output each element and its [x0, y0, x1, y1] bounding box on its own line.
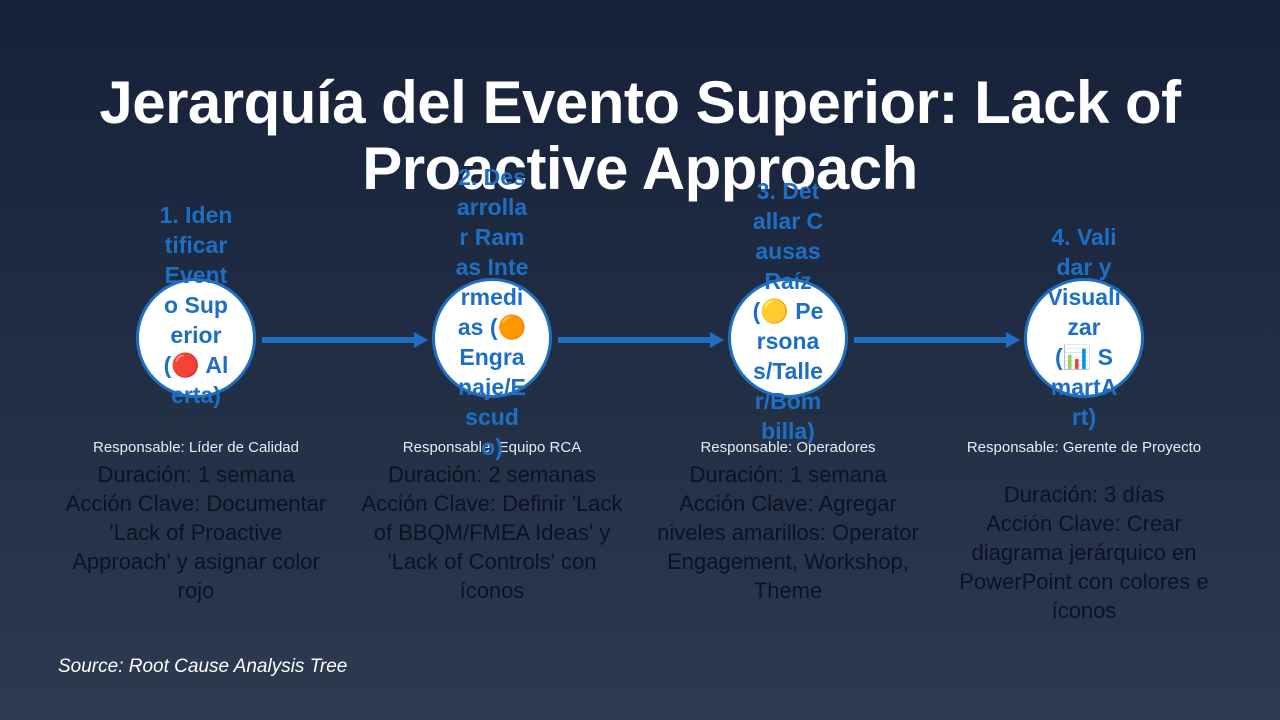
step-label-3: 3. Detallar Causas Raíz (🟡 Personas/Tall…: [752, 178, 824, 444]
step-owner-1: Responsable: Líder de Calidad: [93, 439, 299, 456]
step-action-2: Acción Clave: Definir 'Lack of BBQM/FMEA…: [361, 491, 623, 603]
step-label-2: 2. Desarrollar Ramas Intermedias (🟠 Engr…: [455, 164, 529, 460]
step-duration-1: Duración: 1 semana: [97, 462, 295, 487]
step-node-1: [136, 278, 256, 398]
connector-arrow-2: [558, 332, 724, 348]
step-owner-3: Responsable: Operadores: [700, 439, 876, 456]
step-node-4: [1024, 278, 1144, 398]
step-node-2: [432, 278, 552, 398]
step-duration-4: Duración: 3 días: [1003, 482, 1165, 507]
step-duration-3: Duración: 1 semana: [689, 462, 887, 487]
step-action-3: Acción Clave: Agregar niveles amarillos:…: [657, 491, 919, 603]
step-owner-2: Responsable: Equipo RCA: [402, 439, 582, 456]
step-action-4: Acción Clave: Crear diagrama jerárquico …: [959, 511, 1209, 623]
step-node-3: [728, 278, 848, 398]
step-duration-2: Duración: 2 semanas: [388, 462, 596, 487]
connector-arrow-3: [854, 332, 1020, 348]
step-label-1: 1. Identificar Evento Superior (🔴 Alerta…: [159, 202, 233, 408]
step-action-1: Acción Clave: Documentar 'Lack of Proact…: [65, 491, 327, 603]
step-owner-4: Responsable: Gerente de Proyecto: [966, 439, 1202, 456]
source-note: Source: Root Cause Analysis Tree: [58, 656, 348, 677]
slide-title: Jerarquía del Evento Superior: Lack of P…: [99, 69, 1181, 202]
step-label-4: 4. Validar y Visualizar (📊 SmartArt): [1047, 224, 1121, 430]
connector-arrow-1: [262, 332, 428, 348]
